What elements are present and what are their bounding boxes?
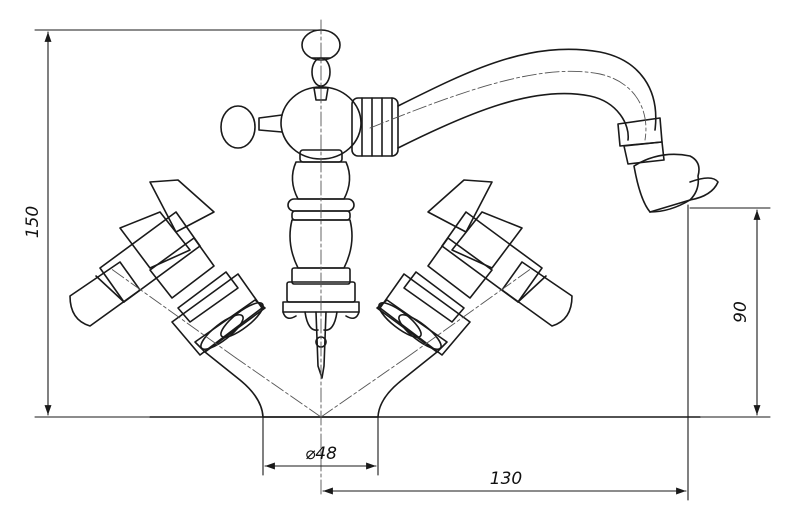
dim-base-diameter-label: ⌀48 — [305, 444, 337, 464]
right-cross-handle — [376, 179, 573, 356]
dim-height-total-label: 150 — [23, 206, 43, 238]
faucet-base — [149, 351, 701, 418]
left-cross-handle — [69, 179, 266, 356]
dim-spout-reach-label: 130 — [490, 469, 522, 489]
central-column — [220, 29, 362, 379]
spout — [351, 48, 719, 213]
centerlines — [109, 19, 647, 496]
dim-spout-height-label: 90 — [731, 301, 751, 323]
dimension-lines — [34, 29, 771, 501]
